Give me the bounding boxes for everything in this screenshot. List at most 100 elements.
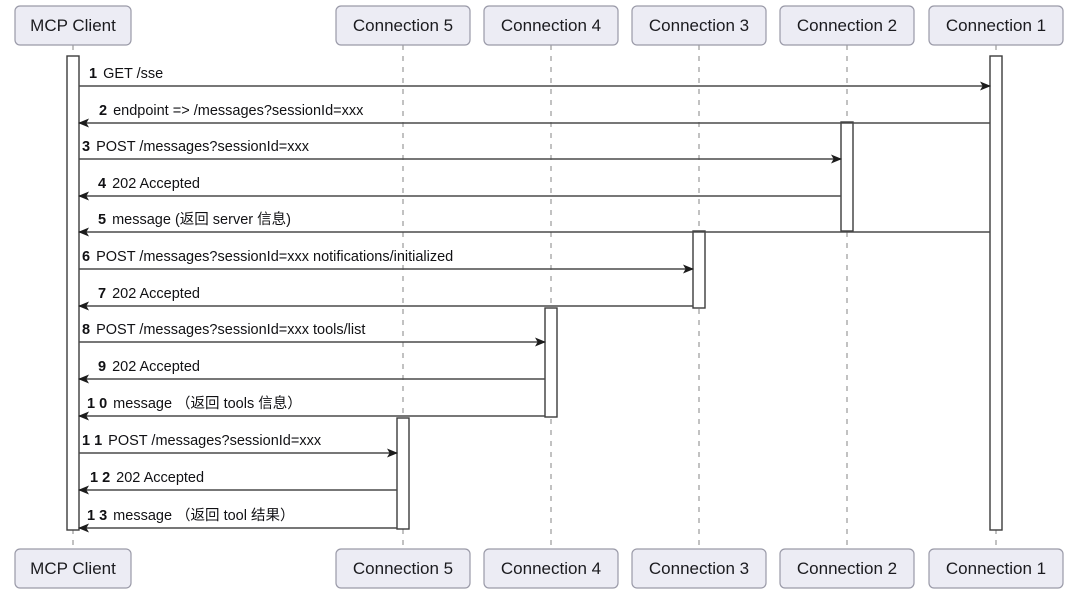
message-9: 9 202 Accepted bbox=[78, 359, 545, 384]
message-5: 5 message (返回 server 信息) bbox=[78, 211, 990, 237]
message-text: message (返回 server 信息) bbox=[112, 211, 291, 228]
participant-conn4-bottom[interactable]: Connection 4 bbox=[483, 548, 619, 589]
message-text: message （返回 tool 结果） bbox=[113, 507, 294, 524]
message-6: 6 POST /messages?sessionId=xxx notificati… bbox=[79, 249, 694, 274]
activation-bar-conn4 bbox=[544, 307, 558, 418]
message-8: 8 POST /messages?sessionId=xxx tools/list bbox=[79, 322, 546, 347]
participants-bottom-layer: MCP Client Connection 5 Connection 4 Connec… bbox=[14, 548, 1064, 589]
message-label-10: 1 0 message （返回 tools 信息） bbox=[87, 395, 302, 412]
participant-box-conn4-bottom[interactable] bbox=[483, 548, 619, 589]
messages-layer: 1 GET /sse 2 endpoint => /messages?sessionI… bbox=[78, 66, 991, 533]
activation-bar-conn3 bbox=[692, 230, 706, 309]
activation-bar-client bbox=[66, 55, 80, 531]
lifelines-layer bbox=[72, 45, 997, 549]
message-text: GET /sse bbox=[103, 66, 163, 82]
participant-conn2-bottom[interactable]: Connection 2 bbox=[779, 548, 915, 589]
activations-layer bbox=[66, 55, 1003, 531]
participant-client-top[interactable]: MCP Client bbox=[14, 5, 132, 46]
message-text: POST /messages?sessionId=xxx notificatio… bbox=[96, 249, 453, 265]
message-label-8: 8 POST /messages?sessionId=xxx tools/list bbox=[82, 322, 365, 338]
participant-label-conn3-top: Connection 3 bbox=[649, 16, 749, 35]
participant-label-conn4-bottom: Connection 4 bbox=[501, 559, 601, 578]
message-text: POST /messages?sessionId=xxx tools/list bbox=[96, 322, 365, 338]
participant-label-conn2-bottom: Connection 2 bbox=[797, 559, 897, 578]
message-label-7: 7 202 Accepted bbox=[98, 286, 200, 302]
participant-box-conn2-bottom[interactable] bbox=[779, 548, 915, 589]
activation-bar-conn1 bbox=[989, 55, 1003, 531]
participant-conn5-top[interactable]: Connection 5 bbox=[335, 5, 471, 46]
message-2: 2 endpoint => /messages?sessionId=xxx bbox=[78, 103, 990, 128]
message-1: 1 GET /sse bbox=[79, 66, 991, 91]
message-3: 3 POST /messages?sessionId=xxx bbox=[79, 139, 842, 164]
message-seq-number: 7 bbox=[98, 286, 106, 302]
message-label-5: 5 message (返回 server 信息) bbox=[98, 211, 291, 228]
message-label-2: 2 endpoint => /messages?sessionId=xxx bbox=[99, 103, 364, 119]
message-13: 1 3 message （返回 tool 结果） bbox=[78, 507, 397, 533]
message-seq-number: 2 bbox=[99, 103, 107, 119]
message-text: POST /messages?sessionId=xxx bbox=[108, 433, 322, 449]
message-4: 4 202 Accepted bbox=[78, 176, 841, 201]
message-seq-number: 1 3 bbox=[87, 508, 107, 524]
participant-box-conn1-bottom[interactable] bbox=[928, 548, 1064, 589]
participants-top-layer: MCP Client Connection 5 Connection 4 Connec… bbox=[14, 5, 1064, 46]
message-text: POST /messages?sessionId=xxx bbox=[96, 139, 310, 155]
participant-box-client-bottom[interactable] bbox=[14, 548, 132, 589]
message-seq-number: 1 bbox=[89, 66, 97, 82]
participant-client-bottom[interactable]: MCP Client bbox=[14, 548, 132, 589]
participant-box-conn3-bottom[interactable] bbox=[631, 548, 767, 589]
participant-conn3-top[interactable]: Connection 3 bbox=[631, 5, 767, 46]
participant-conn1-top[interactable]: Connection 1 bbox=[928, 5, 1064, 46]
message-seq-number: 4 bbox=[98, 176, 106, 192]
message-seq-number: 6 bbox=[82, 249, 90, 265]
participant-label-conn3-bottom: Connection 3 bbox=[649, 559, 749, 578]
message-7: 7 202 Accepted bbox=[78, 286, 693, 311]
participant-conn2-top[interactable]: Connection 2 bbox=[779, 5, 915, 46]
participant-label-conn1-top: Connection 1 bbox=[946, 16, 1046, 35]
participant-box-conn1-top[interactable] bbox=[928, 5, 1064, 46]
participant-conn3-bottom[interactable]: Connection 3 bbox=[631, 548, 767, 589]
participant-box-conn2-top[interactable] bbox=[779, 5, 915, 46]
message-12: 1 2 202 Accepted bbox=[78, 470, 397, 495]
message-label-3: 3 POST /messages?sessionId=xxx bbox=[82, 139, 310, 155]
message-label-4: 4 202 Accepted bbox=[98, 176, 200, 192]
message-seq-number: 1 0 bbox=[87, 396, 107, 412]
participant-label-conn2-top: Connection 2 bbox=[797, 16, 897, 35]
message-label-1: 1 GET /sse bbox=[89, 66, 163, 82]
participant-conn4-top[interactable]: Connection 4 bbox=[483, 5, 619, 46]
participant-box-conn5-top[interactable] bbox=[335, 5, 471, 46]
message-seq-number: 8 bbox=[82, 322, 90, 338]
participant-label-client-top: MCP Client bbox=[30, 16, 116, 35]
participant-label-conn1-bottom: Connection 1 bbox=[946, 559, 1046, 578]
participant-label-client-bottom: MCP Client bbox=[30, 559, 116, 578]
message-10: 1 0 message （返回 tools 信息） bbox=[78, 395, 545, 421]
message-text: 202 Accepted bbox=[116, 470, 204, 486]
message-label-6: 6 POST /messages?sessionId=xxx notificati… bbox=[82, 249, 453, 265]
message-seq-number: 3 bbox=[82, 139, 90, 155]
activation-bar-conn2 bbox=[840, 121, 854, 232]
message-label-11: 1 1 POST /messages?sessionId=xxx bbox=[82, 433, 322, 449]
message-label-13: 1 3 message （返回 tool 结果） bbox=[87, 507, 294, 524]
message-seq-number: 5 bbox=[98, 212, 106, 228]
participant-box-conn4-top[interactable] bbox=[483, 5, 619, 46]
message-seq-number: 9 bbox=[98, 359, 106, 375]
message-11: 1 1 POST /messages?sessionId=xxx bbox=[79, 433, 398, 458]
message-seq-number: 1 2 bbox=[90, 470, 110, 486]
participant-box-client-top[interactable] bbox=[14, 5, 132, 46]
message-text: 202 Accepted bbox=[112, 359, 200, 375]
participant-conn1-bottom[interactable]: Connection 1 bbox=[928, 548, 1064, 589]
participant-label-conn5-bottom: Connection 5 bbox=[353, 559, 453, 578]
participant-label-conn4-top: Connection 4 bbox=[501, 16, 601, 35]
message-text: endpoint => /messages?sessionId=xxx bbox=[113, 103, 364, 119]
participant-box-conn3-top[interactable] bbox=[631, 5, 767, 46]
message-label-9: 9 202 Accepted bbox=[98, 359, 200, 375]
activation-bar-conn5 bbox=[396, 417, 410, 530]
message-text: 202 Accepted bbox=[112, 176, 200, 192]
participant-conn5-bottom[interactable]: Connection 5 bbox=[335, 548, 471, 589]
message-text: 202 Accepted bbox=[112, 286, 200, 302]
participant-box-conn5-bottom[interactable] bbox=[335, 548, 471, 589]
message-label-12: 1 2 202 Accepted bbox=[90, 470, 204, 486]
message-seq-number: 1 1 bbox=[82, 433, 102, 449]
message-text: message （返回 tools 信息） bbox=[113, 395, 302, 412]
